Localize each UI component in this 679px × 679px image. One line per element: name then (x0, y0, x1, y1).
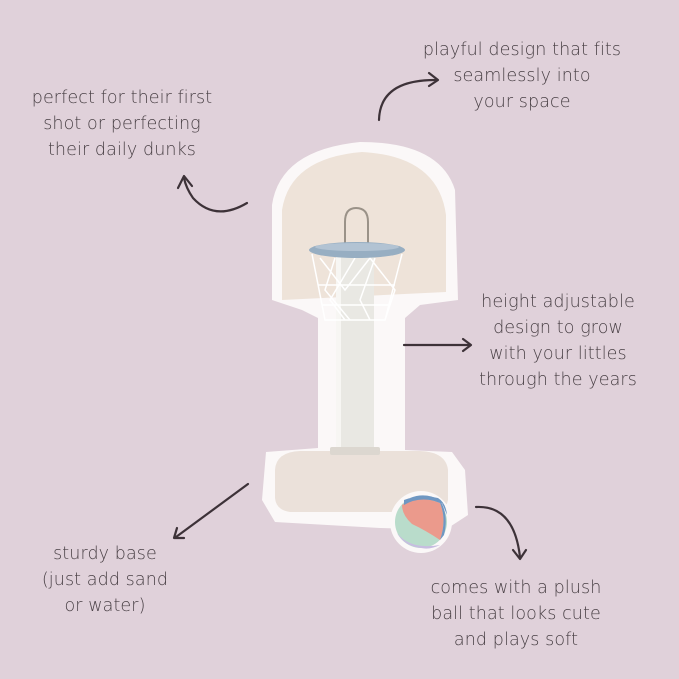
callout-line: with your littles (489, 344, 627, 364)
callout-line: height adjustable (481, 292, 635, 312)
arrow-first-shot (176, 174, 249, 213)
rim-bracket (344, 206, 369, 245)
arrow-sturdy-base (172, 482, 250, 540)
callout-line: or water) (64, 596, 146, 616)
callout-height-adjustable: height adjustable design to grow with yo… (462, 289, 654, 393)
callout-line: and plays soft (453, 630, 579, 650)
callout-line: through the years (479, 370, 637, 390)
callout-line: perfect for their first (31, 88, 213, 108)
callout-line: design to grow (493, 318, 623, 338)
callout-line: comes with a plush (430, 578, 602, 598)
net (311, 253, 403, 321)
arrow-playful-design (377, 71, 440, 122)
arrow-plush-ball (474, 505, 528, 561)
callout-line: ball that looks cute (431, 604, 601, 624)
callout-line: (just add sand (41, 570, 169, 590)
pole (336, 250, 374, 455)
callout-line: shot or perfecting (43, 114, 201, 134)
callout-first-shot: perfect for their first shot or perfecti… (14, 85, 230, 163)
callout-line: seamlessly into (453, 66, 591, 86)
callout-sturdy-base: sturdy base (just add sand or water) (30, 541, 180, 619)
callout-playful-design: playful design that fits seamlessly into… (412, 37, 632, 115)
callout-line: sturdy base (53, 544, 157, 564)
callout-line: your space (473, 92, 571, 112)
callout-line: their daily dunks (47, 140, 197, 160)
arrow-height-adjustable (402, 337, 473, 353)
callout-plush-ball: comes with a plush ball that looks cute … (418, 575, 614, 653)
plush-ball (390, 491, 452, 553)
callout-line: playful design that fits (422, 40, 622, 60)
